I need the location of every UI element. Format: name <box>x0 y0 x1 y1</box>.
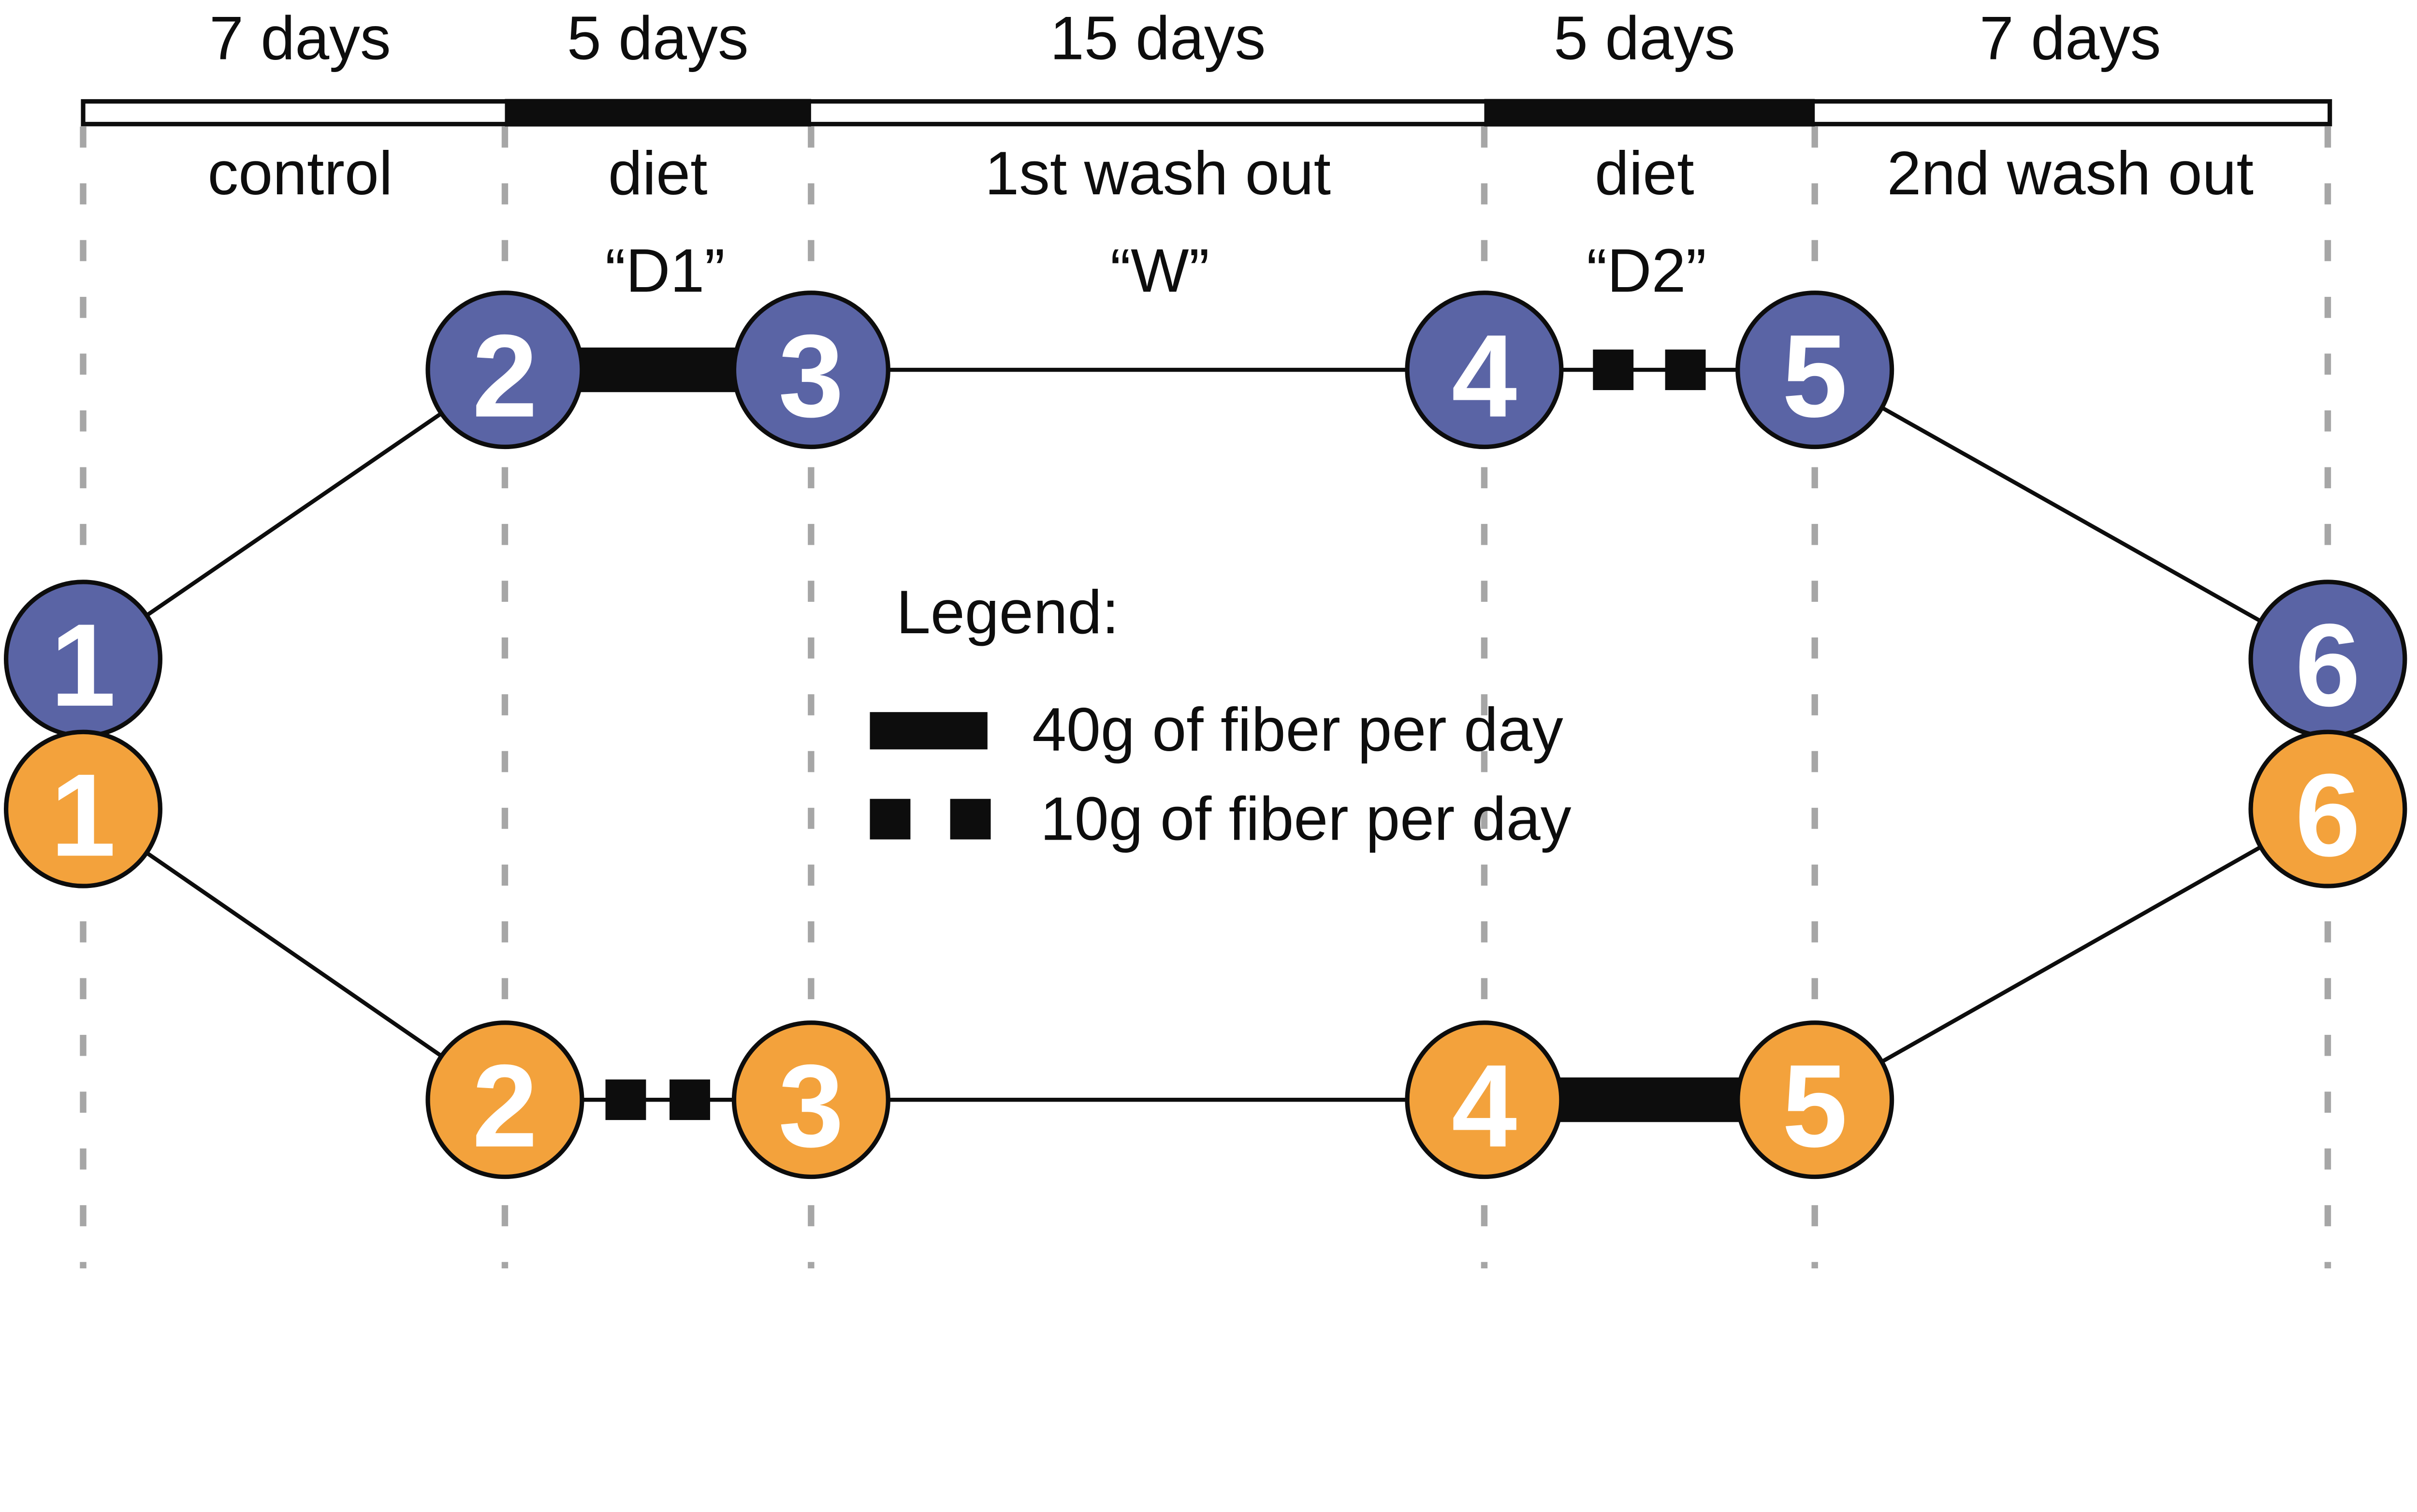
study-node-blue-2 <box>425 291 584 450</box>
phase-label: 1st wash out <box>985 139 1331 208</box>
phase-label: control <box>207 139 393 208</box>
timeline-diet-segment-2 <box>1484 99 1815 127</box>
diet-square-10g <box>1665 349 1706 391</box>
node-number: 2 <box>472 1040 538 1172</box>
study-node-orange-5 <box>1735 1020 1894 1179</box>
node-number: 5 <box>1782 310 1848 442</box>
orange-arm-nodes: 1 2 3 4 5 6 <box>3 729 2407 1179</box>
figure-background <box>0 0 2417 1268</box>
timeline-frame <box>81 99 2332 127</box>
study-node-blue-4 <box>1405 291 1564 450</box>
node-number: 6 <box>2295 599 2360 731</box>
timeline-diet-segment-1 <box>505 99 811 127</box>
duration-label: 15 days <box>1050 4 1266 73</box>
duration-label: 7 days <box>1980 4 2161 73</box>
duration-label: 7 days <box>209 4 391 73</box>
study-node-orange-3 <box>731 1020 890 1179</box>
legend-swatch-10g-icon <box>870 799 991 840</box>
connector-orange-5-6 <box>1814 807 2329 1102</box>
legend-swatch-40g-icon <box>870 712 988 750</box>
study-design-diagram: 7 days 5 days 15 days 5 days 7 days cont… <box>0 0 2417 1269</box>
legend: Legend: 40g of fiber per day 10g of fibe… <box>870 578 1572 854</box>
duration-label: 5 days <box>567 4 749 73</box>
legend-title: Legend: <box>896 578 1119 647</box>
legend-square <box>950 799 991 840</box>
diet-square-10g <box>1593 349 1634 391</box>
study-node-orange-1 <box>3 729 162 888</box>
phase-label: 2nd wash out <box>1887 139 2253 208</box>
node-number: 3 <box>778 1040 844 1172</box>
duration-label: 5 days <box>1554 4 1735 73</box>
diet-square-10g <box>605 1079 646 1120</box>
node-number: 6 <box>2295 749 2360 881</box>
node-number: 5 <box>1782 1040 1848 1172</box>
node-number: 2 <box>472 310 538 442</box>
node-number: 4 <box>1452 1040 1517 1172</box>
phase-labels: control diet 1st wash out diet 2nd wash … <box>207 139 2253 208</box>
node-number: 4 <box>1452 310 1517 442</box>
phase-code-label: “D1” <box>605 236 725 305</box>
diet-square-10g <box>670 1079 710 1120</box>
study-node-orange-2 <box>425 1020 584 1179</box>
diet-squares-10g-orange-2-3 <box>605 1079 710 1120</box>
study-node-blue-3 <box>731 291 890 450</box>
node-number: 1 <box>50 599 116 731</box>
phase-label: diet <box>1595 139 1694 208</box>
phase-label: diet <box>608 139 708 208</box>
study-node-orange-4 <box>1405 1020 1564 1179</box>
connector-orange-1-2 <box>82 807 506 1102</box>
legend-square <box>870 799 911 840</box>
study-node-blue-5 <box>1735 291 1894 450</box>
legend-item-label: 40g of fiber per day <box>1032 696 1563 764</box>
phase-code-label: “W” <box>1110 236 1209 305</box>
node-number: 3 <box>778 310 844 442</box>
phase-code-label: “D2” <box>1587 236 1706 305</box>
node-number: 1 <box>50 749 116 881</box>
timeline-bar <box>81 99 2332 127</box>
diet-squares-10g-blue-4-5 <box>1593 349 1706 391</box>
duration-labels: 7 days 5 days 15 days 5 days 7 days <box>209 4 2161 73</box>
legend-item-label: 10g of fiber per day <box>1040 785 1572 854</box>
phase-code-labels: “D1” “W” “D2” <box>605 236 1706 305</box>
connector-blue-1-2 <box>82 368 506 661</box>
blue-arm-nodes: 1 2 3 4 5 6 <box>3 291 2407 739</box>
study-node-orange-6 <box>2248 729 2407 888</box>
connector-blue-5-6 <box>1814 368 2329 661</box>
